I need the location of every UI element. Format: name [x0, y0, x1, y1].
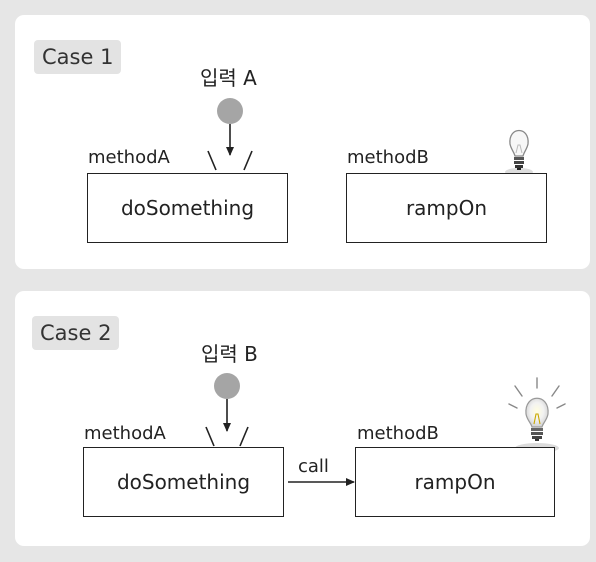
case1-graphics	[207, 98, 533, 176]
case1-input-label: 입력 A	[200, 66, 257, 90]
input-slot-left	[207, 150, 217, 171]
input-circle-icon	[214, 373, 240, 399]
case1-methodA-box: doSomething	[87, 173, 288, 243]
input-slot-right	[239, 426, 249, 447]
case2-methodB-body: rampOn	[414, 470, 496, 494]
case2-methodA-box: doSomething	[83, 447, 284, 517]
case1-methodB-box: rampOn	[346, 173, 547, 243]
case2-methodA-label: methodA	[84, 423, 166, 444]
case2-tag: Case 2	[32, 316, 120, 350]
input-circle-icon	[217, 98, 243, 124]
case1-methodA-body: doSomething	[120, 196, 255, 220]
input-slot-right	[243, 150, 253, 171]
case2-input-label: 입력 B	[201, 342, 258, 366]
input-slot-left	[205, 426, 215, 447]
case2-call-label: call	[298, 456, 329, 477]
lightbulb-on-icon	[508, 377, 566, 453]
case1-methodA-label: methodA	[88, 147, 170, 168]
case1-tag: Case 1	[34, 40, 122, 74]
case2-methodB-box: rampOn	[355, 447, 555, 517]
case2-methodB-label: methodB	[357, 423, 439, 444]
lightbulb-off-icon	[505, 129, 533, 176]
case1-panel: Case 1 입력 A methodA	[15, 15, 590, 269]
case1-methodB-label: methodB	[347, 147, 429, 168]
case1-methodB-body: rampOn	[405, 196, 488, 220]
case2-panel: Case 2 입력 B	[15, 291, 590, 546]
case2-methodA-body: doSomething	[116, 470, 251, 494]
